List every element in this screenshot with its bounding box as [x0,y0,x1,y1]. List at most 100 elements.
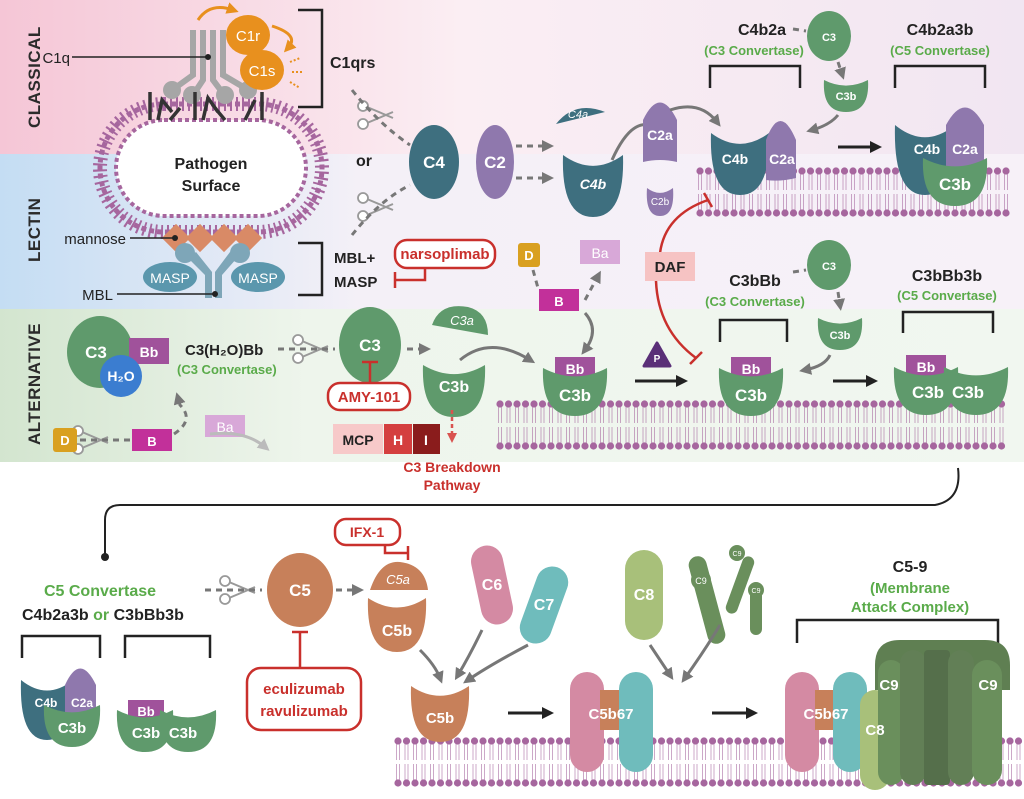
svg-text:C7: C7 [534,597,555,614]
c3bbb3b-small: Bb C3b C3b [116,700,217,752]
svg-text:C3: C3 [359,336,381,355]
svg-text:C9: C9 [978,677,997,694]
c5: C5 [267,553,333,627]
c1q-complex [148,30,264,122]
membrane-attack-complex: C9 C9 C8 C5b67 [785,640,1010,790]
svg-text:DAF: DAF [655,259,686,276]
c3-small-top: C3 [807,11,851,61]
svg-text:C3b: C3b [952,383,984,402]
svg-text:(Membrane: (Membrane [870,580,950,597]
svg-text:C5: C5 [289,581,311,600]
scissors-icon [219,575,256,605]
c5b67-complex: C5b67 [570,672,653,772]
svg-text:I: I [424,432,428,448]
mannose-label: mannose [64,231,126,248]
svg-text:C9: C9 [733,551,742,558]
svg-text:Pathogen: Pathogen [175,156,248,173]
svg-text:(C3 Convertase): (C3 Convertase) [705,294,805,309]
mbl-label: MBL [82,287,113,304]
c5b-fragment: C5b [367,598,427,652]
svg-text:C5b: C5b [426,710,454,727]
ifx1-inhibitor: IFX-1 [333,517,410,560]
svg-text:D: D [524,248,533,263]
classical-label: CLASSICAL [25,26,44,128]
connector-line [104,467,960,555]
c1q-label: C1q [42,50,70,67]
amy101-inhibitor: AMY-101 [326,360,412,412]
svg-text:C5b67: C5b67 [803,706,848,723]
masp-left: MASP [143,262,197,292]
c1s: C1s [240,50,284,90]
svg-text:(C5 Convertase): (C5 Convertase) [897,288,997,303]
svg-text:C4a: C4a [568,109,588,121]
svg-text:C3b: C3b [58,720,86,737]
c3-small-alt: C3 [807,240,851,290]
c2a: C2a [643,102,677,162]
svg-text:C3: C3 [822,32,836,44]
c4: C4 [409,125,459,199]
svg-text:C3b: C3b [439,379,469,396]
lectin-label: LECTIN [25,198,44,262]
svg-text:C2a: C2a [769,151,795,167]
svg-text:B: B [554,294,563,309]
svg-text:Attack Complex): Attack Complex) [851,599,969,616]
masp-right: MASP [231,262,285,292]
svg-text:C3b: C3b [830,330,851,342]
c2b: C2b [646,188,674,216]
svg-text:C1s: C1s [249,63,276,80]
c4b2a3b-small: C4b C2a C3b [20,668,101,747]
svg-text:C5a: C5a [386,572,410,587]
svg-text:(C5 Convertase): (C5 Convertase) [890,43,990,58]
c5a: C5a [370,561,428,590]
or-label: or [356,153,372,170]
svg-text:C3b: C3b [559,386,591,405]
svg-text:Pathway: Pathway [424,477,481,493]
mbl [175,243,250,298]
svg-text:C5b: C5b [382,623,412,640]
svg-text:C3 Breakdown: C3 Breakdown [403,459,500,475]
c3-native: C3 [339,307,401,383]
svg-text:C4b2a3b or C3bBb3b: C4b2a3b or C3bBb3b [22,607,184,624]
c4b2a3b-complex: C4b C2a C3b [894,107,988,206]
svg-text:narsoplimab: narsoplimab [400,246,489,263]
alternative-label: ALTERNATIVE [25,323,44,445]
svg-text:Surface: Surface [182,178,241,195]
properdin: P [642,341,672,368]
c3bbb3b-complex: Bb C3b C3b [893,355,1009,415]
svg-text:C4b: C4b [580,176,607,192]
svg-text:D: D [60,433,69,448]
svg-text:C3b: C3b [836,91,857,103]
c4b2a3b-label: C4b2a3b [907,22,974,39]
c6: C6 [471,545,513,625]
c3b-bb-initial: Bb C3b [542,357,608,416]
svg-text:B: B [147,434,156,449]
svg-text:C4b: C4b [35,696,58,710]
scissors-icon [357,100,394,130]
c3a: C3a [432,306,488,335]
svg-text:C3b: C3b [169,725,197,742]
daf-regulator: DAF [645,192,714,365]
svg-text:H: H [393,432,403,448]
svg-text:MASP: MASP [150,270,190,286]
svg-text:C3b: C3b [132,725,160,742]
c3b-fragment: C3b [422,365,486,417]
svg-text:IFX-1: IFX-1 [350,524,384,540]
svg-text:Bb: Bb [742,361,761,377]
c3-h2o-complex: C3 Bb H₂O [67,316,169,397]
svg-text:Bb: Bb [140,344,159,360]
svg-text:C8: C8 [634,587,655,604]
svg-text:C2a: C2a [71,696,93,710]
svg-text:MASP: MASP [334,274,377,291]
svg-text:C9: C9 [879,677,898,694]
svg-text:H₂O: H₂O [107,368,134,384]
scissors-icon [357,192,394,222]
svg-text:P: P [654,354,661,365]
svg-text:C4: C4 [423,153,445,172]
c3h2obb-label: C3(H₂O)Bb [185,342,263,359]
c4a: C4a [556,108,605,124]
pathogen-surface: Pathogen Surface [93,97,329,239]
svg-text:C2: C2 [484,153,506,172]
svg-text:ravulizumab: ravulizumab [260,703,348,720]
c2: C2 [476,125,514,199]
